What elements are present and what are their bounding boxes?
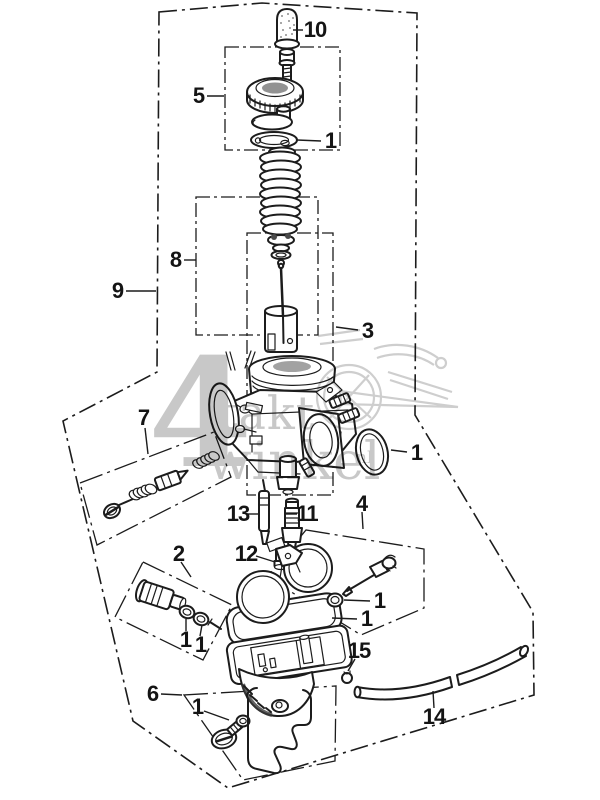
watermark-winkel: winkel (207, 432, 381, 492)
callout-1-label: 1 (325, 128, 337, 153)
callout-11-label: 11 (296, 501, 318, 526)
spring-small-a (128, 483, 158, 501)
part-1-top-gasket (250, 131, 298, 149)
callout-labels: 10 5 1 8 9 3 7 1 4 13 11 12 2 1 1 1 1 15… (112, 17, 448, 729)
part-15-tube-clip (341, 670, 353, 684)
callout-9-label: 9 (112, 278, 124, 303)
part-3-throttle-slide (264, 305, 298, 353)
callout-14-label: 14 (423, 704, 447, 729)
jet-needle (277, 262, 285, 344)
washer (192, 611, 210, 627)
cable-adjuster (278, 48, 296, 82)
valve-seat-washer (326, 592, 344, 608)
callout-1-label: 1 (180, 627, 192, 652)
callout-3-label: 3 (362, 318, 374, 343)
callout-10-label: 10 (304, 17, 327, 42)
callout-1-label: 1 (411, 440, 423, 465)
top-cover-plate (251, 105, 293, 131)
watermark-takt: takt (219, 386, 315, 440)
part-5-carburetor-top-cover (246, 77, 304, 114)
callout-4-label: 4 (356, 491, 369, 516)
callout-1-label: 1 (361, 606, 373, 631)
part-10-cable-cap (274, 8, 300, 50)
callout-7-label: 7 (138, 405, 150, 430)
part-1-flange-o-ring (354, 428, 390, 476)
callout-6-label: 6 (147, 681, 159, 706)
part-2-fuel-union-set (134, 579, 222, 630)
watermark-big-4: 4 (148, 326, 252, 502)
callout-12-label: 12 (235, 541, 258, 566)
part-6-drain-set (210, 714, 251, 750)
float-bowl (225, 624, 353, 718)
throttle-spring (259, 146, 302, 236)
leader-lines (126, 29, 435, 721)
callout-8-label: 8 (170, 247, 182, 272)
group-box-2 (114, 561, 233, 661)
callout-1-label: 1 (195, 632, 207, 657)
carburetor-body (208, 350, 361, 478)
group-box-7 (79, 431, 232, 546)
callout-1-label: 1 (374, 588, 386, 613)
part-13-pilot-jet (258, 479, 270, 545)
callout-5-label: 5 (193, 83, 205, 108)
float-assembly (236, 536, 333, 624)
callout-1-label: 1 (192, 694, 204, 719)
ghost-motorcycle-sketch (315, 328, 459, 431)
callout-2-label: 2 (173, 541, 185, 566)
callout-13-label: 13 (227, 501, 250, 526)
watermark: 4 takt winkel nl (148, 326, 381, 502)
needle-clip-set (267, 233, 295, 267)
callout-15-label: 15 (348, 638, 371, 663)
bowl-bail-spring (245, 687, 312, 775)
part-14-fuel-tube (353, 644, 530, 701)
diagram-border (62, 2, 535, 789)
needle-jet-holder (276, 455, 300, 495)
watermark-nl: nl (356, 448, 372, 468)
part-7-adjuster-screws (103, 451, 220, 520)
part-4-float-valve (342, 554, 397, 597)
group-box-6 (182, 685, 337, 781)
group-box-8 (195, 196, 319, 336)
spring-small-b (192, 451, 220, 469)
